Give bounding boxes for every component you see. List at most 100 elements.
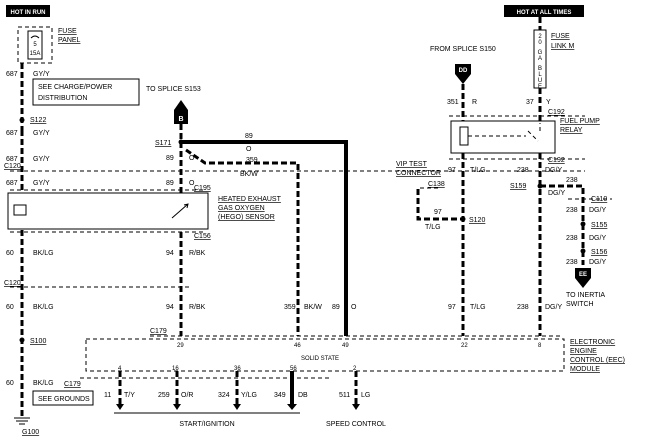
svg-text:60: 60 (6, 250, 14, 257)
svg-text:GY/Y: GY/Y (33, 130, 50, 137)
svg-text:S100: S100 (30, 338, 46, 345)
svg-text:O: O (351, 304, 357, 311)
svg-text:G: G (538, 50, 543, 56)
svg-text:O: O (189, 180, 195, 187)
svg-text:TO INERTIA: TO INERTIA (566, 292, 605, 299)
fuel-pump-relay: FUEL PUMP RELAY (450, 118, 600, 154)
charge-power-note (32, 78, 140, 106)
hot-at-all-times-header: HOT AT ALL TIMES (504, 5, 584, 17)
svg-text:60: 60 (6, 380, 14, 387)
svg-text:DG/Y: DG/Y (589, 235, 606, 242)
svg-text:T/LG: T/LG (470, 167, 486, 174)
svg-text:LINK M: LINK M (551, 43, 575, 50)
svg-text:DG/Y: DG/Y (548, 190, 565, 197)
svg-text:R/BK: R/BK (189, 250, 206, 257)
svg-text:FUSE: FUSE (58, 28, 77, 35)
svg-text:HOT IN RUN: HOT IN RUN (11, 10, 46, 16)
svg-text:SEE GROUNDS: SEE GROUNDS (38, 396, 90, 403)
svg-text:89: 89 (166, 180, 174, 187)
svg-text:0: 0 (538, 40, 542, 46)
svg-text:511: 511 (339, 392, 350, 399)
splice-s122-dot (19, 117, 25, 123)
eec-module: SOLID STATE ELECTRONIC ENGINE CONTROL (E… (85, 338, 625, 373)
svg-text:T/LG: T/LG (470, 304, 486, 311)
svg-text:5: 5 (33, 42, 37, 48)
svg-text:DG/Y: DG/Y (545, 167, 562, 174)
svg-text:START/IGNITION: START/IGNITION (179, 421, 234, 428)
svg-text:S155: S155 (591, 222, 607, 229)
svg-text:C192: C192 (548, 109, 565, 116)
svg-text:E: E (538, 84, 542, 90)
svg-text:15A: 15A (30, 51, 41, 57)
svg-text:DG/Y: DG/Y (545, 304, 562, 311)
svg-text:VIP TEST: VIP TEST (396, 161, 428, 168)
hego-heater-mark (171, 203, 189, 219)
svg-text:S171: S171 (155, 140, 171, 147)
svg-text:97: 97 (448, 304, 456, 311)
ground-g100-symbol (14, 417, 30, 425)
svg-text:238: 238 (566, 207, 578, 214)
svg-text:MODULE: MODULE (570, 366, 600, 373)
svg-text:B: B (178, 116, 183, 123)
svg-text:DB: DB (298, 392, 308, 399)
svg-text:DD: DD (459, 68, 468, 74)
svg-text:56: 56 (290, 366, 297, 372)
svg-text:22: 22 (461, 343, 468, 349)
svg-text:S120: S120 (469, 217, 485, 224)
wire-97-vip (416, 189, 463, 221)
svg-text:16: 16 (172, 366, 179, 372)
svg-text:S159: S159 (510, 183, 526, 190)
splice-s100-dot (19, 337, 25, 343)
svg-text:687: 687 (6, 156, 18, 163)
hego-sensor: HEATED EXHAUST GAS OXYGEN (HEGO) SENSOR (7, 192, 282, 230)
svg-text:8: 8 (538, 343, 542, 349)
svg-text:C110: C110 (591, 196, 607, 203)
svg-text:BK/LG: BK/LG (33, 304, 54, 311)
svg-text:BK/LG: BK/LG (33, 380, 54, 387)
svg-text:G100: G100 (22, 429, 39, 436)
svg-text:EE: EE (579, 272, 587, 278)
svg-text:C120: C120 (4, 280, 21, 287)
svg-text:DISTRIBUTION: DISTRIBUTION (38, 95, 87, 102)
svg-text:RELAY: RELAY (560, 127, 583, 134)
svg-text:46: 46 (294, 343, 301, 349)
arrow-ee: EE (575, 268, 591, 288)
svg-text:GY/Y: GY/Y (33, 71, 50, 78)
svg-text:Y/LG: Y/LG (241, 392, 257, 399)
svg-text:687: 687 (6, 130, 18, 137)
svg-text:324: 324 (218, 392, 230, 399)
svg-text:ENGINE: ENGINE (570, 348, 597, 355)
svg-text:CONTROL (EEC): CONTROL (EEC) (570, 357, 625, 364)
svg-text:94: 94 (166, 304, 174, 311)
svg-text:BK/LG: BK/LG (33, 250, 54, 257)
svg-text:A: A (538, 56, 542, 62)
svg-text:C179: C179 (64, 381, 81, 388)
wire-238-inertia (540, 184, 585, 265)
svg-text:60: 60 (6, 304, 14, 311)
svg-text:238: 238 (517, 167, 529, 174)
see-grounds-note (32, 390, 94, 406)
svg-text:SEE CHARGE/POWER: SEE CHARGE/POWER (38, 84, 112, 91)
svg-text:2: 2 (353, 366, 357, 372)
svg-text:687: 687 (6, 71, 18, 78)
svg-text:T/LG: T/LG (425, 224, 441, 231)
wire-359-bk-w (185, 148, 300, 336)
svg-text:FROM SPLICE S150: FROM SPLICE S150 (430, 46, 496, 53)
svg-text:B: B (538, 66, 542, 72)
svg-text:S156: S156 (591, 249, 607, 256)
svg-text:C179: C179 (150, 328, 167, 335)
svg-text:DG/Y: DG/Y (589, 259, 606, 266)
svg-text:R: R (472, 99, 477, 106)
svg-text:Y: Y (546, 99, 551, 106)
svg-text:FUSE: FUSE (551, 33, 570, 40)
fuse-link-m: 2 0 G A B L U E FUSE LINK M (533, 29, 575, 90)
svg-text:T/Y: T/Y (124, 392, 135, 399)
svg-text:238: 238 (566, 259, 578, 266)
svg-text:C192: C192 (548, 157, 565, 164)
svg-text:GAS OXYGEN: GAS OXYGEN (218, 205, 265, 212)
svg-text:BK/W: BK/W (240, 171, 258, 178)
svg-text:89: 89 (166, 155, 174, 162)
svg-text:C195: C195 (194, 185, 211, 192)
arrow-b-to-splice: B (174, 100, 188, 124)
